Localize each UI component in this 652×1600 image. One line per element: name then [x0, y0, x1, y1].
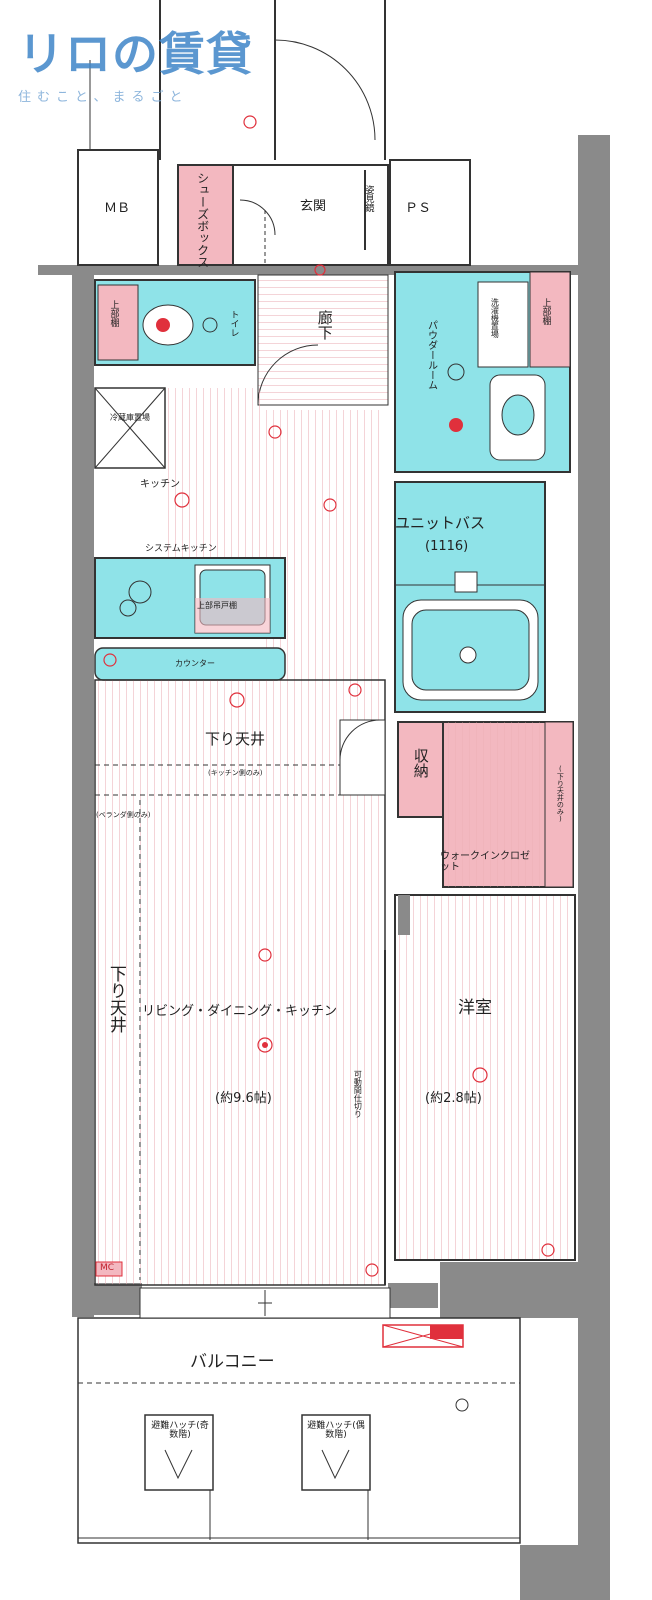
label-walk-in: ウォークインクロゼット [440, 851, 530, 873]
wall-top-left [38, 265, 388, 275]
label-fridge: 冷蔵庫置場 [110, 413, 150, 422]
wall-corner-right [440, 1262, 578, 1318]
label-lowered-ceiling-2: 下り天井 [105, 965, 126, 1033]
kitchen-floor [165, 388, 265, 558]
outer-wall-left [72, 272, 94, 1317]
label-wic-note: (下り天井のみ) [556, 765, 565, 823]
mb-box [77, 149, 159, 266]
label-powder-room: パウダールーム [425, 320, 437, 390]
label-hatch-even: 避難ハッチ(偶数階) [307, 1421, 365, 1441]
label-balcony: バルコニー [190, 1352, 275, 1372]
logo: リロの賃貸 住むこと、まるごと [18, 18, 253, 105]
label-lowered-ceiling-1: 下り天井 [205, 730, 266, 748]
label-toilet: トイレ [228, 310, 239, 337]
label-system-kitchen: システムキッチン [145, 544, 217, 554]
wall-top-right [388, 265, 578, 275]
label-ps: ＰＳ [405, 201, 432, 216]
label-washer: 洗濯機置場 [490, 298, 500, 338]
outlet-markers [103, 115, 555, 1277]
logo-tagline: 住むこと、まるごと [18, 90, 189, 105]
ps-box [389, 159, 471, 266]
label-storage: 収納 [411, 748, 430, 778]
entrance-area [232, 164, 389, 266]
hallway [257, 274, 389, 406]
label-kitchen: キッチン [140, 479, 180, 490]
label-hatch-odd: 避難ハッチ(奇数階) [151, 1421, 209, 1441]
label-toilet-cabinet: 上部棚 [108, 300, 119, 327]
label-powder-cabinet: 上部棚 [540, 298, 551, 325]
storage-closet [397, 721, 444, 818]
label-unit-bath-size: (1116) [425, 539, 469, 554]
label-western-size: (約2.8帖) [425, 1091, 482, 1106]
label-western: 洋室 [458, 998, 492, 1018]
mc-marker [95, 1261, 123, 1277]
label-ldk: リビング・ダイニング・キッチン [142, 1004, 338, 1019]
logo-text: リロの賃貸 [18, 27, 253, 81]
label-counter: カウンター [175, 659, 215, 668]
label-upper-cabinet: 上部吊戸棚 [197, 601, 237, 610]
label-partition: 可動間仕切り [353, 1070, 363, 1118]
wall-lower-right [388, 1283, 438, 1308]
label-unit-bath: ユニットバス [395, 514, 486, 532]
hatch-even [301, 1414, 371, 1491]
label-shoe-box: シューズボックス [195, 172, 210, 268]
label-side-note: (ベランダ側のみ) [96, 811, 151, 819]
label-mc: MC [100, 1263, 115, 1273]
label-entrance: 玄関 [300, 199, 327, 214]
label-hallway: 廊下 [315, 310, 334, 340]
western-room [394, 894, 576, 1261]
label-ldk-size: (約9.6帖) [215, 1091, 272, 1106]
label-mb: ＭＢ [104, 201, 131, 216]
label-kitchen-note: (キッチン側のみ) [208, 769, 263, 777]
wall-lower [72, 1283, 142, 1315]
hatch-odd [144, 1414, 214, 1491]
outer-wall-right [520, 135, 610, 1600]
label-mirror: 姿見鏡 [363, 185, 374, 212]
